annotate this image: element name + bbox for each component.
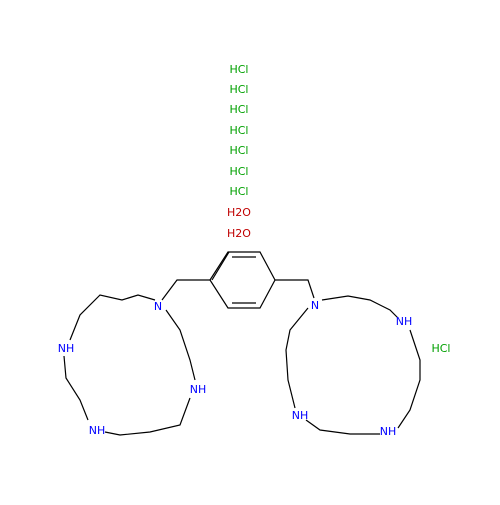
right-nh-3: NH (380, 425, 397, 438)
left-benzyl-bond (161, 279, 210, 301)
right-ring-lower-chain (305, 419, 380, 435)
left-ring-left-chain (63, 355, 89, 421)
benzene-double-bond-left (211, 251, 230, 281)
left-ring-right-chain (165, 309, 196, 381)
bonds (63, 251, 421, 436)
hcl-right: HCl (431, 342, 450, 355)
right-ring-left-chain (285, 307, 309, 409)
right-ring-right-chain (397, 329, 421, 429)
h2o-2: H2O (227, 227, 251, 240)
hcl-4: HCl (229, 124, 248, 137)
nitrogen-labels: N NH NH NH N NH NH NH (58, 299, 413, 438)
benzene-ring (209, 251, 276, 309)
right-nh-2: NH (292, 409, 309, 422)
right-tertiary-n: N (311, 299, 319, 312)
right-benzyl-bond (275, 279, 315, 299)
left-tertiary-n: N (154, 300, 162, 313)
hcl-6: HCl (229, 165, 248, 178)
left-nh-2: NH (190, 383, 207, 396)
h2o-1: H2O (227, 206, 251, 219)
left-nh-1: NH (58, 342, 75, 355)
hcl-7: HCl (229, 185, 248, 198)
right-nh-1: NH (396, 315, 413, 328)
hcl-2: HCl (229, 83, 248, 96)
right-ring-upper-chain (321, 295, 399, 319)
hcl-5: HCl (229, 144, 248, 157)
left-ring-upper-chain (69, 294, 156, 341)
hcl-3: HCl (229, 103, 248, 116)
left-nh-3: NH (89, 424, 106, 437)
left-ring-lower-chain (104, 397, 191, 436)
hcl-1: HCl (229, 63, 248, 76)
salt-labels: HCl HCl HCl HCl HCl HCl HCl H2O H2O HCl (227, 63, 450, 355)
